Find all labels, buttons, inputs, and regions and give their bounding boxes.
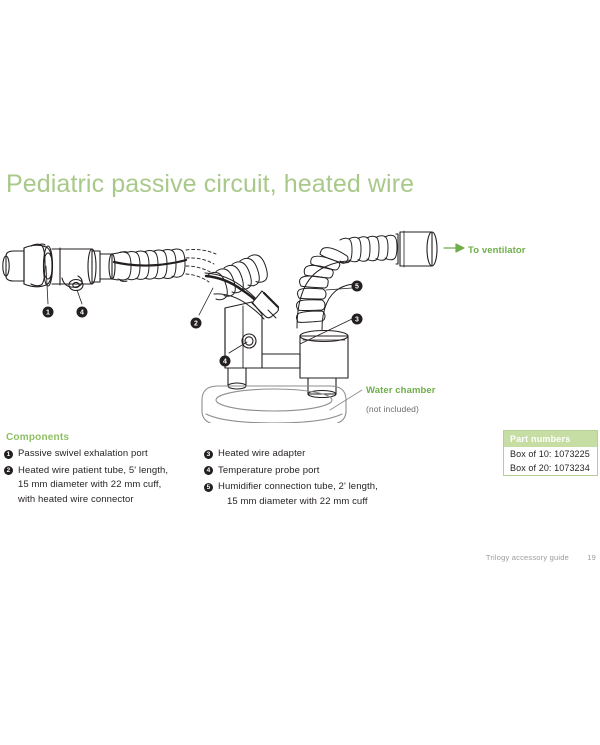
callout-1: 1 bbox=[42, 306, 54, 318]
callout-4-adapter: 4 bbox=[219, 355, 231, 367]
heated-wire-adapter-cuff bbox=[251, 290, 280, 319]
water-chamber-note: (not included) bbox=[366, 404, 419, 414]
water-chamber-leader-line bbox=[329, 389, 363, 411]
components-columns: 1 Passive swivel exhalation port 2 Heate… bbox=[4, 447, 424, 519]
callout-5: 5 bbox=[351, 280, 363, 292]
component-line: Passive swivel exhalation port bbox=[18, 448, 148, 459]
svg-text:1: 1 bbox=[46, 310, 50, 317]
ventilator-cuff bbox=[395, 230, 438, 268]
tube-break-dashes bbox=[185, 249, 217, 283]
component-bullet: 5 bbox=[204, 482, 213, 492]
to-ventilator-arrow bbox=[443, 243, 465, 253]
circuit-diagram: 1 4 2 4 5 3 bbox=[0, 218, 600, 423]
to-ventilator-label: To ventilator bbox=[468, 245, 526, 256]
component-item: 4 Temperature probe port bbox=[204, 464, 419, 479]
component-bullet: 1 bbox=[4, 449, 13, 459]
swivel-body bbox=[51, 247, 97, 286]
components-column-right: 3 Heated wire adapter 4 Temperature prob… bbox=[204, 447, 419, 511]
component-bullet: 4 bbox=[204, 466, 213, 475]
callout-4-left: 4 bbox=[76, 306, 88, 318]
component-line: with heated wire connector bbox=[18, 493, 134, 505]
page-footer: Trilogy accessory guide 19 bbox=[0, 553, 596, 562]
water-chamber-label: Water chamber bbox=[366, 385, 436, 396]
footer-page-number: 19 bbox=[587, 553, 596, 562]
callout-badges: 1 4 2 4 5 3 bbox=[42, 280, 363, 367]
callout-3: 3 bbox=[351, 313, 363, 325]
temperature-probe-port-adapter bbox=[241, 333, 257, 349]
water-chamber bbox=[201, 385, 347, 423]
svg-text:5: 5 bbox=[355, 284, 359, 291]
component-line: Heated wire adapter bbox=[218, 448, 306, 459]
callout-2: 2 bbox=[190, 317, 202, 329]
component-item: 5 Humidifier connection tube, 2' length,… bbox=[204, 480, 419, 509]
part-numbers-box: Part numbers Box of 10: 1073225 Box of 2… bbox=[503, 430, 598, 476]
component-item: 1 Passive swivel exhalation port bbox=[4, 447, 204, 462]
part-number-row: Box of 20: 1073234 bbox=[510, 463, 590, 473]
components-section: Components 1 Passive swivel exhalation p… bbox=[4, 432, 424, 519]
page-title: Pediatric passive circuit, heated wire bbox=[6, 170, 415, 198]
component-line: 15 mm diameter with 22 mm cuff, bbox=[18, 479, 162, 490]
footer-guide-title: Trilogy accessory guide bbox=[485, 553, 569, 562]
part-numbers-heading: Part numbers bbox=[504, 431, 597, 447]
component-line: 15 mm diameter with 22 mm cuff bbox=[227, 495, 368, 507]
swivel-cuff bbox=[2, 247, 25, 285]
component-item: 3 Heated wire adapter bbox=[204, 447, 419, 462]
humidifier-connection-tube bbox=[296, 230, 438, 331]
component-bullet: 3 bbox=[204, 449, 213, 459]
svg-text:4: 4 bbox=[80, 310, 84, 317]
component-item: 2 Heated wire patient tube, 5' length, 1… bbox=[4, 464, 204, 508]
heated-wire-patient-tube-left bbox=[111, 248, 188, 282]
part-number-row: Box of 10: 1073225 bbox=[510, 449, 590, 459]
svg-text:4: 4 bbox=[223, 359, 227, 366]
component-line: Heated wire patient tube, 5' length, bbox=[18, 464, 169, 476]
svg-text:3: 3 bbox=[355, 317, 359, 324]
components-column-left: 1 Passive swivel exhalation port 2 Heate… bbox=[4, 447, 204, 509]
callout-leader-lines bbox=[45, 265, 353, 354]
svg-text:2: 2 bbox=[194, 321, 198, 328]
components-heading: Components bbox=[6, 432, 70, 443]
component-line: Humidifier connection tube, 2' length, bbox=[218, 481, 378, 492]
component-bullet: 2 bbox=[4, 466, 13, 475]
swivel-collar bbox=[23, 243, 54, 288]
heated-wire-adapter-body bbox=[224, 301, 349, 399]
component-line: Temperature probe port bbox=[218, 464, 320, 476]
temperature-probe-port-left bbox=[61, 275, 84, 292]
